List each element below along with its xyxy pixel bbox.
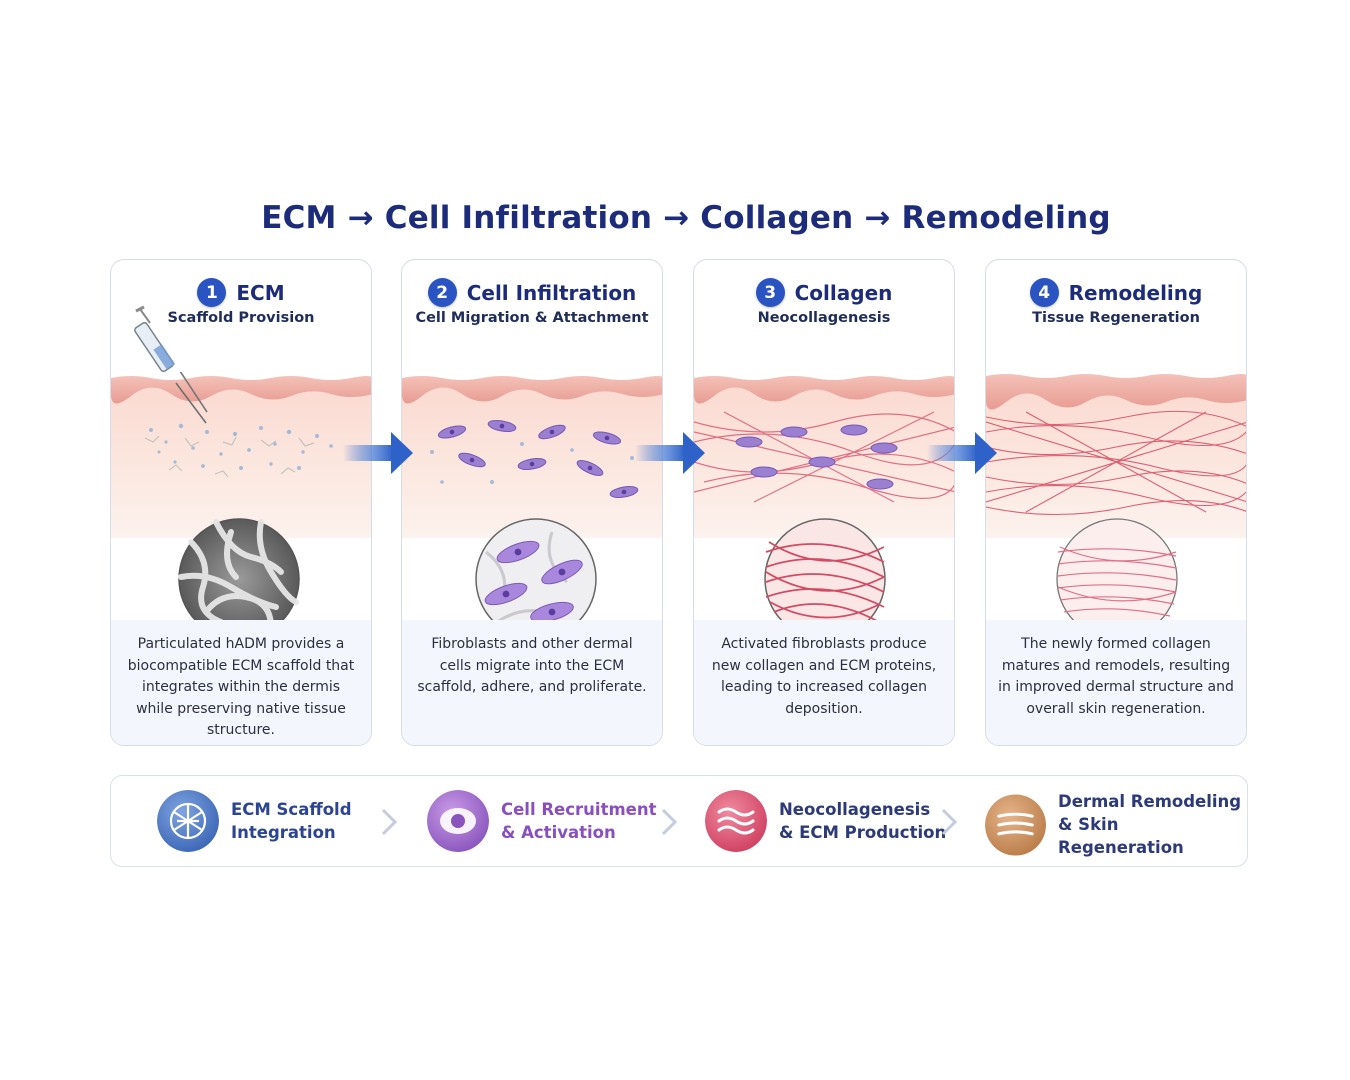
stage-subtitle: Scaffold Provision <box>167 310 315 326</box>
stage-title: Collagen <box>794 280 893 305</box>
step-number-badge: 1 <box>197 278 227 307</box>
stage-title: Cell Infiltration <box>466 280 637 305</box>
flow-arrow-icon <box>635 432 705 474</box>
stage-card-remodeling: 4 Remodeling Tissue Regeneration The new… <box>985 259 1247 746</box>
summary-label-line1: ECM Scaffold <box>231 800 352 819</box>
stage-card-ecm: 1 ECM Scaffold Provision Particulated <box>110 259 372 746</box>
summary-label-line1: Neocollagenesis <box>779 800 931 819</box>
syringe-icon <box>134 305 207 424</box>
stage-description: The newly formed collagen matures and re… <box>986 620 1246 745</box>
remodeling-illustration <box>986 374 1246 622</box>
summary-label-line1: Dermal Remodeling <box>1058 792 1242 811</box>
summary-label-line2: & Skin Regeneration <box>1058 815 1184 857</box>
stage-description: Fibroblasts and other dermal cells migra… <box>402 620 662 745</box>
stage-header: 2 Cell Infiltration Cell Migration & Att… <box>402 278 662 326</box>
summary-label-line2: & Activation <box>501 823 616 842</box>
stage-header: 3 Collagen Neocollagenesis <box>694 278 954 326</box>
waves-icon <box>705 790 767 852</box>
stage-description: Activated fibroblasts produce new collag… <box>694 620 954 745</box>
summary-item-dermal-remodeling: Dermal Remodeling & Skin Regeneration <box>985 790 1247 859</box>
flow-arrow-icon <box>927 432 997 474</box>
stage-description: Particulated hADM provides a biocompatib… <box>111 620 371 745</box>
stage-card-collagen: 3 Collagen Neocollagenesis Activated fib… <box>693 259 955 746</box>
page-title: ECM → Cell Infiltration → Collagen → Rem… <box>261 200 1111 236</box>
summary-label-line2: & ECM Production <box>779 823 947 842</box>
ecm-scaffold-illustration <box>111 372 371 622</box>
layers-icon <box>985 793 1047 856</box>
step-number-badge: 3 <box>755 278 785 307</box>
summary-item-scaffold: ECM Scaffold Integration <box>157 790 352 852</box>
chevron-right-icon <box>661 808 678 836</box>
scaffold-icon <box>157 790 219 852</box>
step-number-badge: 4 <box>1029 278 1059 307</box>
stage-title: Remodeling <box>1068 280 1203 305</box>
cell-infiltration-illustration <box>402 376 662 622</box>
stage-title: ECM <box>236 280 285 305</box>
summary-item-cell-recruitment: Cell Recruitment & Activation <box>427 790 656 852</box>
summary-bar: ECM Scaffold Integration Cell Recruitmen… <box>110 775 1248 867</box>
summary-item-neocollagenesis: Neocollagenesis & ECM Production <box>705 790 946 852</box>
stage-subtitle: Neocollagenesis <box>757 310 891 326</box>
stage-header: 1 ECM Scaffold Provision <box>111 278 371 326</box>
flow-arrow-icon <box>343 432 413 474</box>
chevron-right-icon <box>381 808 398 836</box>
stage-header: 4 Remodeling Tissue Regeneration <box>986 278 1246 326</box>
stage-subtitle: Tissue Regeneration <box>1032 310 1200 326</box>
step-number-badge: 2 <box>427 278 457 307</box>
summary-label-line2: Integration <box>231 823 336 842</box>
stage-card-cell-infiltration: 2 Cell Infiltration Cell Migration & Att… <box>401 259 663 746</box>
collagen-illustration <box>694 376 954 622</box>
stage-subtitle: Cell Migration & Attachment <box>415 310 649 326</box>
cell-icon <box>427 790 489 852</box>
chevron-right-icon <box>941 808 958 836</box>
summary-label-line1: Cell Recruitment <box>501 800 657 819</box>
